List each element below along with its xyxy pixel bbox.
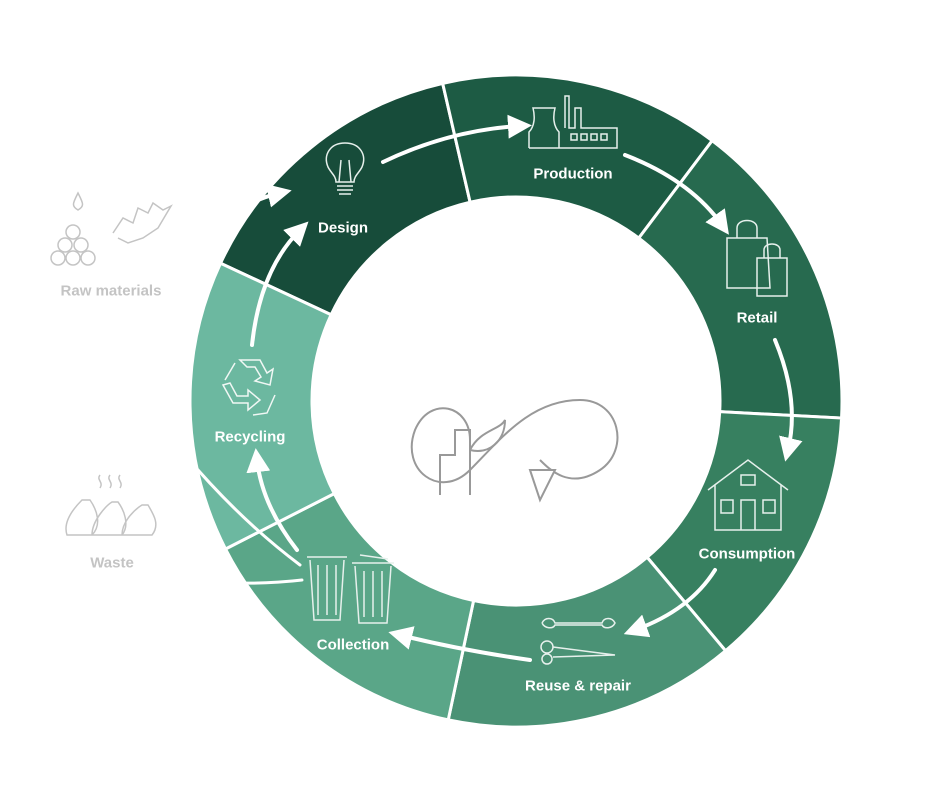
stage-label-recycling: Recycling	[214, 428, 286, 446]
stage-label-reuse-repair: Reuse & repair	[525, 677, 631, 695]
stage-label-production: Production	[533, 165, 613, 183]
waste-bags-icon	[65, 474, 157, 536]
stage-label-design: Design	[317, 219, 369, 237]
wrench-scissors-icon	[540, 617, 616, 665]
raw-materials-icon	[50, 191, 173, 266]
input-label-waste: Waste	[90, 554, 134, 572]
arrow-production-to-retail	[623, 153, 729, 235]
stage-label-consumption: Consumption	[698, 545, 796, 563]
ring-segment-retail	[636, 138, 844, 420]
arrow-recycling-to-design	[250, 221, 309, 347]
lightbulb-icon	[325, 142, 365, 195]
stage-label-collection: Collection	[316, 636, 390, 654]
stage-label-retail: Retail	[736, 309, 778, 327]
waste-line	[213, 578, 304, 585]
input-label-raw-materials: Raw materials	[60, 282, 162, 300]
recycle-icon	[221, 359, 276, 416]
factory-icon	[528, 95, 618, 149]
arrow-retail-to-consumption	[773, 338, 803, 462]
arrow-raw-to-design	[236, 183, 292, 212]
trash-bins-icon	[307, 554, 394, 624]
arrow-reuse-to-collection	[388, 626, 532, 662]
ring-segment-recycling	[188, 261, 337, 552]
waste-line	[183, 453, 302, 567]
arrow-consumption-to-reuse	[623, 568, 717, 638]
arrow-collection-to-recycling	[246, 448, 299, 552]
arrow-design-to-production	[381, 114, 532, 164]
infinity-factory-leaf-icon	[410, 398, 619, 503]
shopping-bags-icon	[726, 219, 788, 297]
house-icon	[707, 459, 789, 531]
